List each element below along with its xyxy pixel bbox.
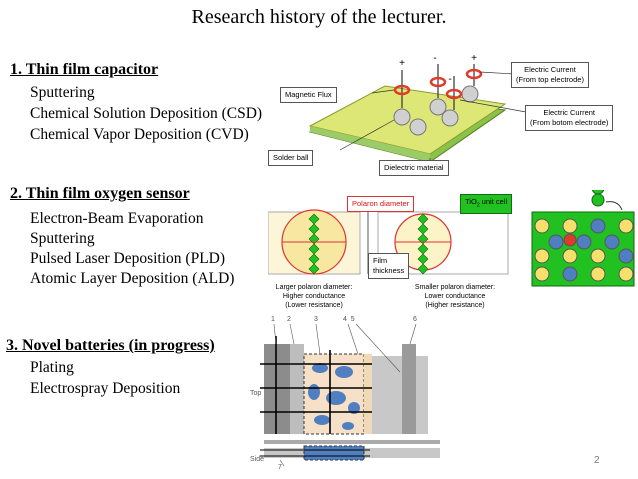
battery-number: 2 <box>287 316 291 323</box>
leader-line <box>279 459 285 467</box>
plus-sign: + <box>471 53 477 64</box>
sn-atom <box>534 218 550 234</box>
flux-loop <box>429 76 447 88</box>
adsorption-arrow <box>605 201 623 211</box>
unit-cell-chain-left <box>308 213 320 275</box>
electric-current-bottom-line2: (From botom electrode) <box>530 118 609 127</box>
section-1-heading: 1. Thin film capacitor <box>10 61 159 78</box>
electric-current-bottom-line1: Electric Current <box>543 108 596 117</box>
section-2-heading: 2. Thin film oxygen sensor <box>10 185 190 202</box>
solder-ball-label: Solder ball <box>268 150 314 166</box>
polaron-diameter-label: Polaron diameter <box>347 196 415 212</box>
capacitor-board-edge <box>310 126 430 162</box>
section-3-item: Plating <box>30 359 74 376</box>
right-caption-line1: Smaller polaron diameter: <box>414 284 496 291</box>
plus-sign: + <box>399 58 405 69</box>
section-3-heading: 3. Novel batteries (in progress) <box>6 337 215 354</box>
sn-atom <box>534 266 550 282</box>
battery-layer <box>402 344 416 434</box>
unit-cell-chain-right <box>417 213 429 275</box>
battery-number: 3 <box>314 316 318 323</box>
leader-line <box>371 89 395 94</box>
film-thickness-line1: Film <box>373 256 388 265</box>
leader-line <box>339 119 395 151</box>
section-2-item: Electron-Beam Evaporation <box>30 210 204 227</box>
o-atom <box>562 266 578 282</box>
side-view-label: Side <box>250 456 265 463</box>
film-thickness-label: Film thickness <box>368 253 410 279</box>
leader-line <box>479 71 515 75</box>
tio2-unit-cell-label: TiO2 unit cell <box>460 194 513 214</box>
leader-line <box>459 99 527 113</box>
left-caption-line3: (Lower resistance) <box>285 302 343 309</box>
film-thickness-line2: thickness <box>373 266 405 275</box>
o-atom <box>590 218 606 234</box>
o-atom <box>618 248 634 264</box>
battery-number: 7 <box>278 464 282 471</box>
sn-atom <box>618 266 634 282</box>
o-atom <box>548 234 564 250</box>
slide-title: Research history of the lecturer. <box>191 6 447 28</box>
battery-number: 4 5 <box>343 316 355 323</box>
electric-current-top-label: Electric Current (From top electrode) <box>511 62 589 88</box>
battery-layer <box>290 344 304 434</box>
section-2-item: Atomic Layer Deposition (ALD) <box>30 270 235 287</box>
dielectric-label: Dielectric material <box>379 160 449 176</box>
tio2-subscript: 2 <box>476 202 480 209</box>
tio2-suffix: unit cell <box>479 197 508 206</box>
left-caption: Larger polaron diameter: Higher conducta… <box>268 283 360 310</box>
flux-loop <box>465 68 483 80</box>
capacitor-diagram: + - - + <box>308 53 527 163</box>
battery-layer <box>364 354 372 434</box>
battery-number: 6 <box>413 316 417 323</box>
o-atom <box>576 234 592 250</box>
tio2-formula: TiO <box>465 197 477 206</box>
left-caption-line2: Higher conductance <box>282 293 346 300</box>
right-caption: Smaller polaron diameter: Lower conducta… <box>400 283 510 310</box>
flux-loop <box>393 84 411 96</box>
section-2-item: Pulsed Laser Deposition (PLD) <box>30 250 226 267</box>
battery-separator <box>372 356 428 434</box>
leader-lines <box>273 323 417 373</box>
grid-lines <box>260 336 372 434</box>
minus-sign: - <box>448 74 451 85</box>
left-caption-line1: Larger polaron diameter: <box>275 284 353 291</box>
solder-ball <box>409 118 427 136</box>
magnetic-flux-label: Magnetic Flux <box>280 87 337 103</box>
sn-atom <box>590 248 606 264</box>
sn-atom <box>562 218 578 234</box>
section-1-item: Chemical Solution Deposition (CSD) <box>30 105 263 122</box>
sn-atom <box>534 248 550 264</box>
o-atom <box>604 234 620 250</box>
side-layer <box>264 440 440 444</box>
electric-current-top-line2: (From top electrode) <box>516 75 584 84</box>
sensor-diagram <box>268 190 635 287</box>
right-caption-line2: Lower conductance <box>424 293 486 300</box>
sn-atom <box>590 266 606 282</box>
electric-current-bottom-label: Electric Current (From botom electrode) <box>525 105 614 131</box>
solder-ball <box>393 108 411 126</box>
o2-molecule <box>591 190 605 195</box>
battery-number: 1 <box>271 316 275 323</box>
top-view-label: Top <box>250 390 262 397</box>
electric-current-top-line1: Electric Current <box>524 65 576 74</box>
sn-atom <box>562 248 578 264</box>
o2-molecule <box>591 193 605 207</box>
solder-ball <box>429 98 447 116</box>
solder-ball <box>441 109 459 127</box>
minus-sign: - <box>433 53 436 64</box>
section-3-item: Electrospray Deposition <box>30 380 181 397</box>
solder-ball <box>461 85 479 103</box>
side-active-layer <box>303 445 365 461</box>
flux-loop <box>445 88 463 100</box>
sn-atom <box>618 218 634 234</box>
ti-atom <box>563 233 577 247</box>
section-1-item: Chemical Vapor Deposition (CVD) <box>30 126 249 143</box>
battery-layer <box>264 344 290 434</box>
battery-diagram <box>260 323 440 467</box>
right-caption-line3: (Higher resistance) <box>425 302 485 309</box>
section-2-item: Sputtering <box>30 230 95 247</box>
section-1-item: Sputtering <box>30 84 95 101</box>
page-number: 2 <box>594 455 600 466</box>
